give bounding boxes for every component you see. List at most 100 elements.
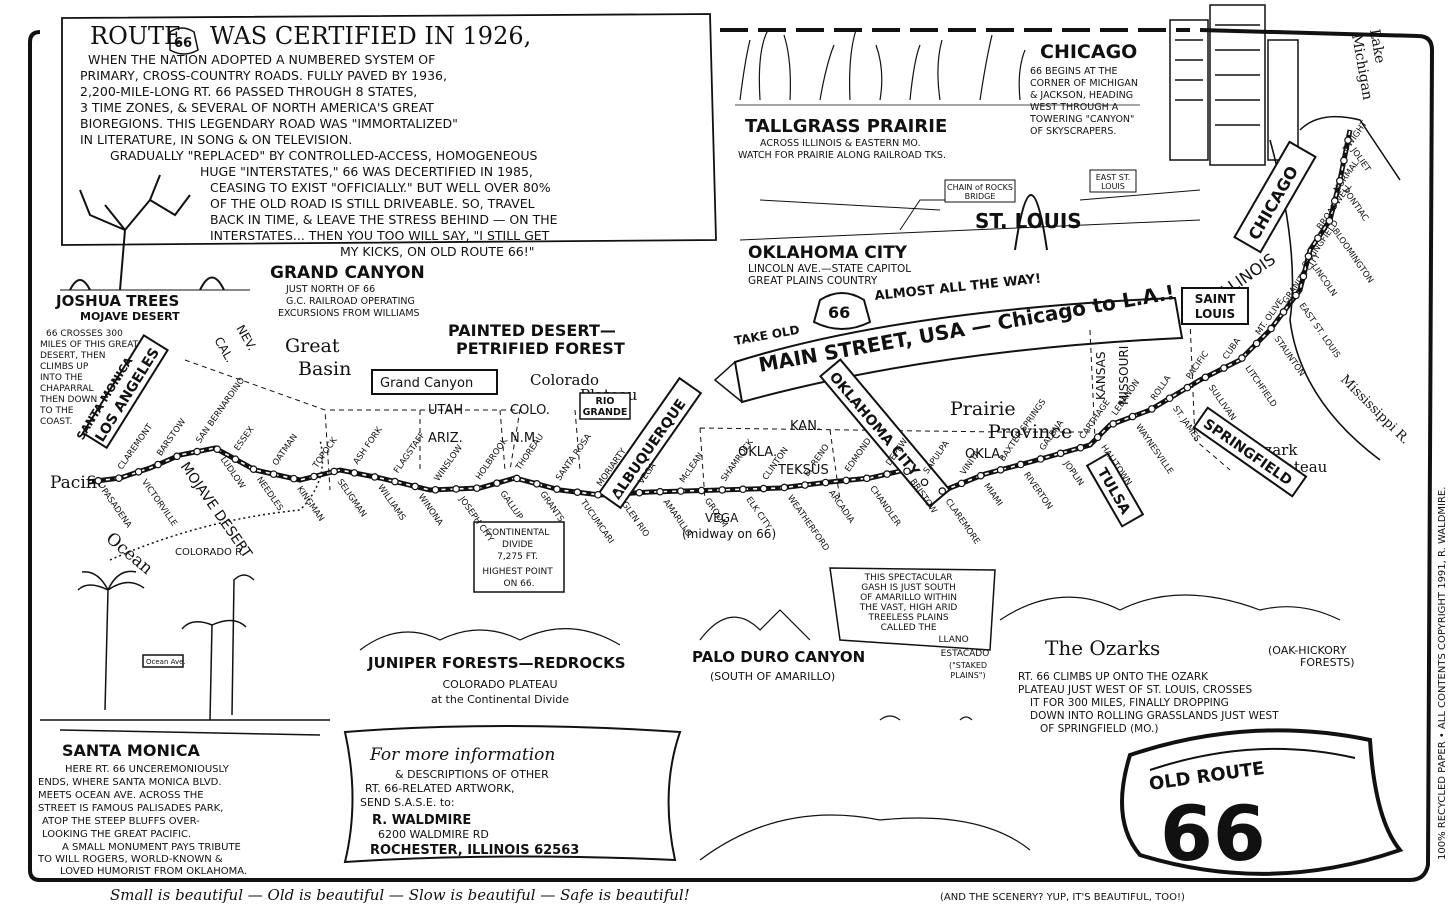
town-marker (903, 467, 911, 476)
chicago-vignette: CHICAGO 66 BEGINS AT THE CORNER OF MICHI… (1029, 41, 1138, 137)
st-louis-street-sketch (739, 189, 1201, 241)
town-marker (173, 452, 181, 461)
town-marker (1344, 136, 1352, 144)
svg-text:PAINTED DESERT—PETRIFIED FORES: PAINTED DESERT—PETRIFIED FOREST (448, 321, 625, 358)
town-marker (883, 470, 891, 478)
vega-label: VEGA (midway on 66) (682, 511, 776, 541)
town-marker (269, 470, 278, 478)
town-marker (411, 482, 419, 491)
town-marker (1299, 272, 1308, 281)
town-marker (134, 468, 143, 476)
painted-desert-vignette: PAINTED DESERT—PETRIFIED FOREST (448, 321, 625, 358)
town-marker (1148, 405, 1156, 413)
town-marker (513, 474, 521, 483)
svg-text:OKLAHOMA CITY: OKLAHOMA CITY (748, 243, 908, 263)
svg-text:JUST NORTH OF 66G.C. RAILROAD: JUST NORTH OF 66G.C. RAILROAD OPERATINGE… (278, 284, 420, 319)
town-marker (676, 487, 685, 495)
town-marker (656, 487, 664, 496)
svg-text:COLORADO R.: COLORADO R. (175, 547, 245, 558)
town-marker (330, 467, 338, 476)
svg-text:66: 66 (1160, 789, 1266, 878)
svg-text:SANTA MONICA: SANTA MONICA (62, 741, 201, 760)
town-marker (1109, 420, 1117, 428)
svg-text:Grand Canyon: Grand Canyon (380, 376, 473, 391)
palo-duro-vignette: THIS SPECTACULAR GASH IS JUST SOUTH OF A… (692, 567, 996, 683)
town-marker (759, 484, 768, 493)
town-marker (391, 477, 399, 486)
town-marker (573, 488, 582, 496)
svg-text:KANSAS: KANSAS (1094, 351, 1108, 400)
town-marker (821, 478, 830, 487)
joshua-tree-sketch (60, 174, 250, 291)
town-marker (1165, 394, 1174, 403)
chicago-skyline-sketch (1169, 4, 1401, 181)
okc-vignette: OKLAHOMA CITY LINCOLN AVE.—STATE CAPITOL… (748, 243, 911, 287)
town-marker (553, 485, 561, 493)
old-route-66-sign: OLD ROUTE 66 (1120, 728, 1404, 878)
town-marker (231, 455, 240, 464)
footer-tail: (AND THE SCENERY? YUP, IT'S BEAUTIFUL, T… (940, 892, 1185, 903)
tulsa-box: TULSA (1085, 452, 1145, 528)
svg-text:UTAH: UTAH (428, 403, 463, 418)
town-marker (213, 445, 221, 454)
town-marker (1056, 449, 1065, 458)
town-marker (370, 473, 379, 481)
town-marker (1292, 291, 1300, 300)
town-marker (1325, 217, 1334, 225)
town-marker (1220, 364, 1228, 372)
svg-text:COLO.: COLO. (510, 403, 550, 418)
svg-text:ARIZ.: ARIZ. (428, 431, 463, 446)
svg-text:RT. 66 CLIMBS UP ONTO THE OZAR: RT. 66 CLIMBS UP ONTO THE OZARK PLATEAU … (1018, 671, 1282, 735)
town-marker (614, 490, 623, 498)
joshua-vignette: JOSHUA TREES MOJAVE DESERT 66 CROSSES 30… (39, 292, 180, 427)
town-marker (350, 469, 359, 477)
town-marker (94, 476, 103, 485)
town-marker (862, 474, 871, 483)
svg-text:JOSHUA TREES: JOSHUA TREES (55, 292, 179, 310)
svg-text:N.M.: N.M. (510, 431, 539, 446)
svg-text:ACROSS ILLINOIS & EASTERN MO.: ACROSS ILLINOIS & EASTERN MO. WATCH FOR … (738, 138, 946, 161)
intro-title-rest: WAS CERTIFIED IN 1926, (210, 22, 531, 50)
town-marker (310, 472, 318, 481)
town-marker (1340, 156, 1348, 165)
town-marker (1335, 177, 1344, 185)
intro-title-shield: 66 (174, 36, 192, 51)
grand-canyon-box: Grand Canyon (371, 369, 498, 395)
town-marker (635, 488, 644, 497)
svg-text:MOJAVE DESERT: MOJAVE DESERT (80, 310, 180, 323)
town-marker (976, 471, 985, 480)
ocean-ave-sign: Ocean Ave. (146, 658, 186, 666)
svg-text:(midway on 66): (midway on 66) (682, 527, 776, 541)
map-border (28, 28, 1435, 882)
town-marker (718, 486, 727, 494)
tallgrass-title: TALLGRASS PRAIRIE (745, 116, 947, 137)
svg-text:THIS SPECTACULAR GASH IS: THIS SPECTACULAR GASH IS JUST SOUTH OF A… (859, 573, 990, 659)
svg-text:OKLA.: OKLA. (965, 447, 1004, 462)
svg-text:MISSOURI: MISSOURI (1117, 346, 1131, 405)
town-marker (1267, 324, 1275, 333)
svg-text:ROCHESTER, ILLINOIS 62563: ROCHESTER, ILLINOIS 62563 (370, 843, 579, 858)
town-marker (842, 476, 850, 485)
town-marker (431, 485, 440, 494)
svg-text:(SOUTH OF AMARILLO): (SOUTH OF AMARILLO) (710, 670, 835, 683)
town-marker (594, 490, 602, 499)
town-marker (1016, 460, 1025, 469)
town-marker (1076, 443, 1085, 452)
intro-box: ROUTE 66 WAS CERTIFIED IN 1926, WHEN THE… (61, 13, 717, 259)
svg-text:Pacific: Pacific (50, 473, 107, 493)
town-marker (115, 474, 123, 482)
santa-monica-vignette: SANTA MONICA HERE RT. 66 UNCEREMONIOUSLY… (37, 741, 247, 877)
town-marker (697, 486, 706, 495)
town-marker (1238, 354, 1246, 362)
svg-text:For more information: For more information (369, 745, 555, 765)
svg-text:CONTINENTAL DIVIDE: CONTINENTAL DIVIDE 7,275 FT. HIGHEST POI… (482, 528, 555, 589)
